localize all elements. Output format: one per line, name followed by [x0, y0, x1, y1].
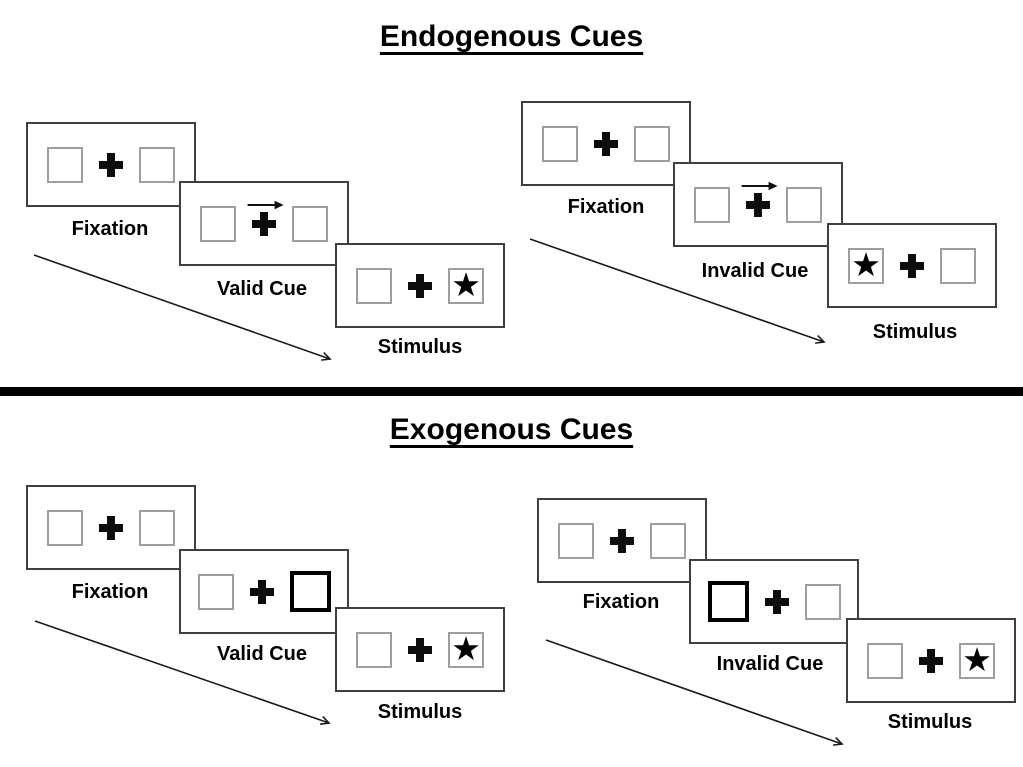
plus-icon — [250, 580, 274, 604]
card-label: Valid Cue — [216, 278, 308, 300]
card-label: Fixation — [567, 196, 645, 218]
right-box — [292, 205, 328, 242]
right-box — [139, 146, 175, 183]
left-box — [47, 509, 83, 546]
plus-icon — [252, 212, 276, 236]
right-box-with-star: ★ — [448, 628, 484, 668]
right-box — [804, 583, 841, 620]
star-icon: ★ — [451, 628, 481, 668]
endogenous-valid-fixation-card — [26, 122, 196, 207]
exogenous-section-title: Exogenous Cues — [389, 413, 634, 446]
exogenous-valid-fixation-card — [26, 485, 196, 570]
right-box-with-star: ★ — [448, 264, 484, 304]
right-arrow-cue-icon — [247, 200, 284, 209]
right-box-with-star: ★ — [959, 639, 995, 679]
right-box — [940, 247, 976, 284]
left-box — [694, 186, 730, 223]
exogenous-valid-cue-card — [179, 549, 349, 634]
right-box — [634, 125, 670, 162]
timeline-arrow-endogenous-valid — [33, 254, 332, 361]
right-arrow-cue-icon — [741, 181, 778, 190]
plus-icon — [408, 274, 432, 298]
fixation-cross-icon — [900, 254, 924, 278]
card-label: Fixation — [71, 218, 149, 240]
left-box — [356, 267, 392, 304]
endogenous-invalid-stimulus-card: ★ — [827, 223, 997, 308]
right-box — [786, 186, 822, 223]
endogenous-valid-cue-card — [179, 181, 349, 266]
timeline-arrow-exogenous-valid — [34, 620, 331, 725]
star-icon: ★ — [851, 244, 881, 284]
endogenous-invalid-cue-card — [673, 162, 843, 247]
card-label: Invalid Cue — [701, 260, 809, 282]
section-divider — [0, 387, 1023, 396]
plus-icon — [99, 516, 123, 540]
plus-icon — [919, 649, 943, 673]
card-label: Stimulus — [872, 321, 958, 343]
right-box — [650, 522, 686, 559]
fixation-cross-icon — [919, 649, 943, 673]
endogenous-invalid-fixation-card — [521, 101, 691, 186]
plus-icon — [408, 638, 432, 662]
exogenous-invalid-fixation-card — [537, 498, 707, 583]
left-box — [356, 631, 392, 668]
card-label: Stimulus — [377, 701, 463, 723]
fixation-cross-icon — [765, 590, 789, 614]
right-box — [139, 509, 175, 546]
fixation-cross-icon — [99, 516, 123, 540]
endogenous-valid-stimulus-card: ★ — [335, 243, 505, 328]
card-label: Stimulus — [887, 711, 973, 733]
left-box — [558, 522, 594, 559]
star-icon: ★ — [962, 639, 992, 679]
fixation-cross-icon — [741, 181, 778, 217]
fixation-cross-icon — [594, 132, 618, 156]
left-box — [47, 146, 83, 183]
card-label: Valid Cue — [216, 643, 308, 665]
exogenous-invalid-cue-card — [689, 559, 859, 644]
left-box-with-star: ★ — [848, 244, 884, 284]
right-box-thick-cue — [289, 571, 331, 612]
plus-icon — [765, 590, 789, 614]
exogenous-invalid-stimulus-card: ★ — [846, 618, 1016, 703]
left-box — [200, 205, 236, 242]
left-box-thick-cue — [707, 581, 749, 622]
card-label: Stimulus — [377, 336, 463, 358]
left-box — [542, 125, 578, 162]
fixation-cross-icon — [99, 153, 123, 177]
exogenous-valid-stimulus-card: ★ — [335, 607, 505, 692]
plus-icon — [99, 153, 123, 177]
card-label: Invalid Cue — [716, 653, 824, 675]
plus-icon — [594, 132, 618, 156]
left-box — [197, 573, 234, 610]
card-label: Fixation — [582, 591, 660, 613]
plus-icon — [900, 254, 924, 278]
card-label: Fixation — [71, 581, 149, 603]
plus-icon — [746, 193, 770, 217]
timeline-arrow-endogenous-invalid — [529, 238, 826, 344]
star-icon: ★ — [451, 264, 481, 304]
endogenous-section-title: Endogenous Cues — [379, 20, 644, 53]
fixation-cross-icon — [408, 638, 432, 662]
fixation-cross-icon — [250, 580, 274, 604]
fixation-cross-icon — [610, 529, 634, 553]
fixation-cross-icon — [247, 200, 284, 236]
plus-icon — [610, 529, 634, 553]
fixation-cross-icon — [408, 274, 432, 298]
left-box — [867, 642, 903, 679]
